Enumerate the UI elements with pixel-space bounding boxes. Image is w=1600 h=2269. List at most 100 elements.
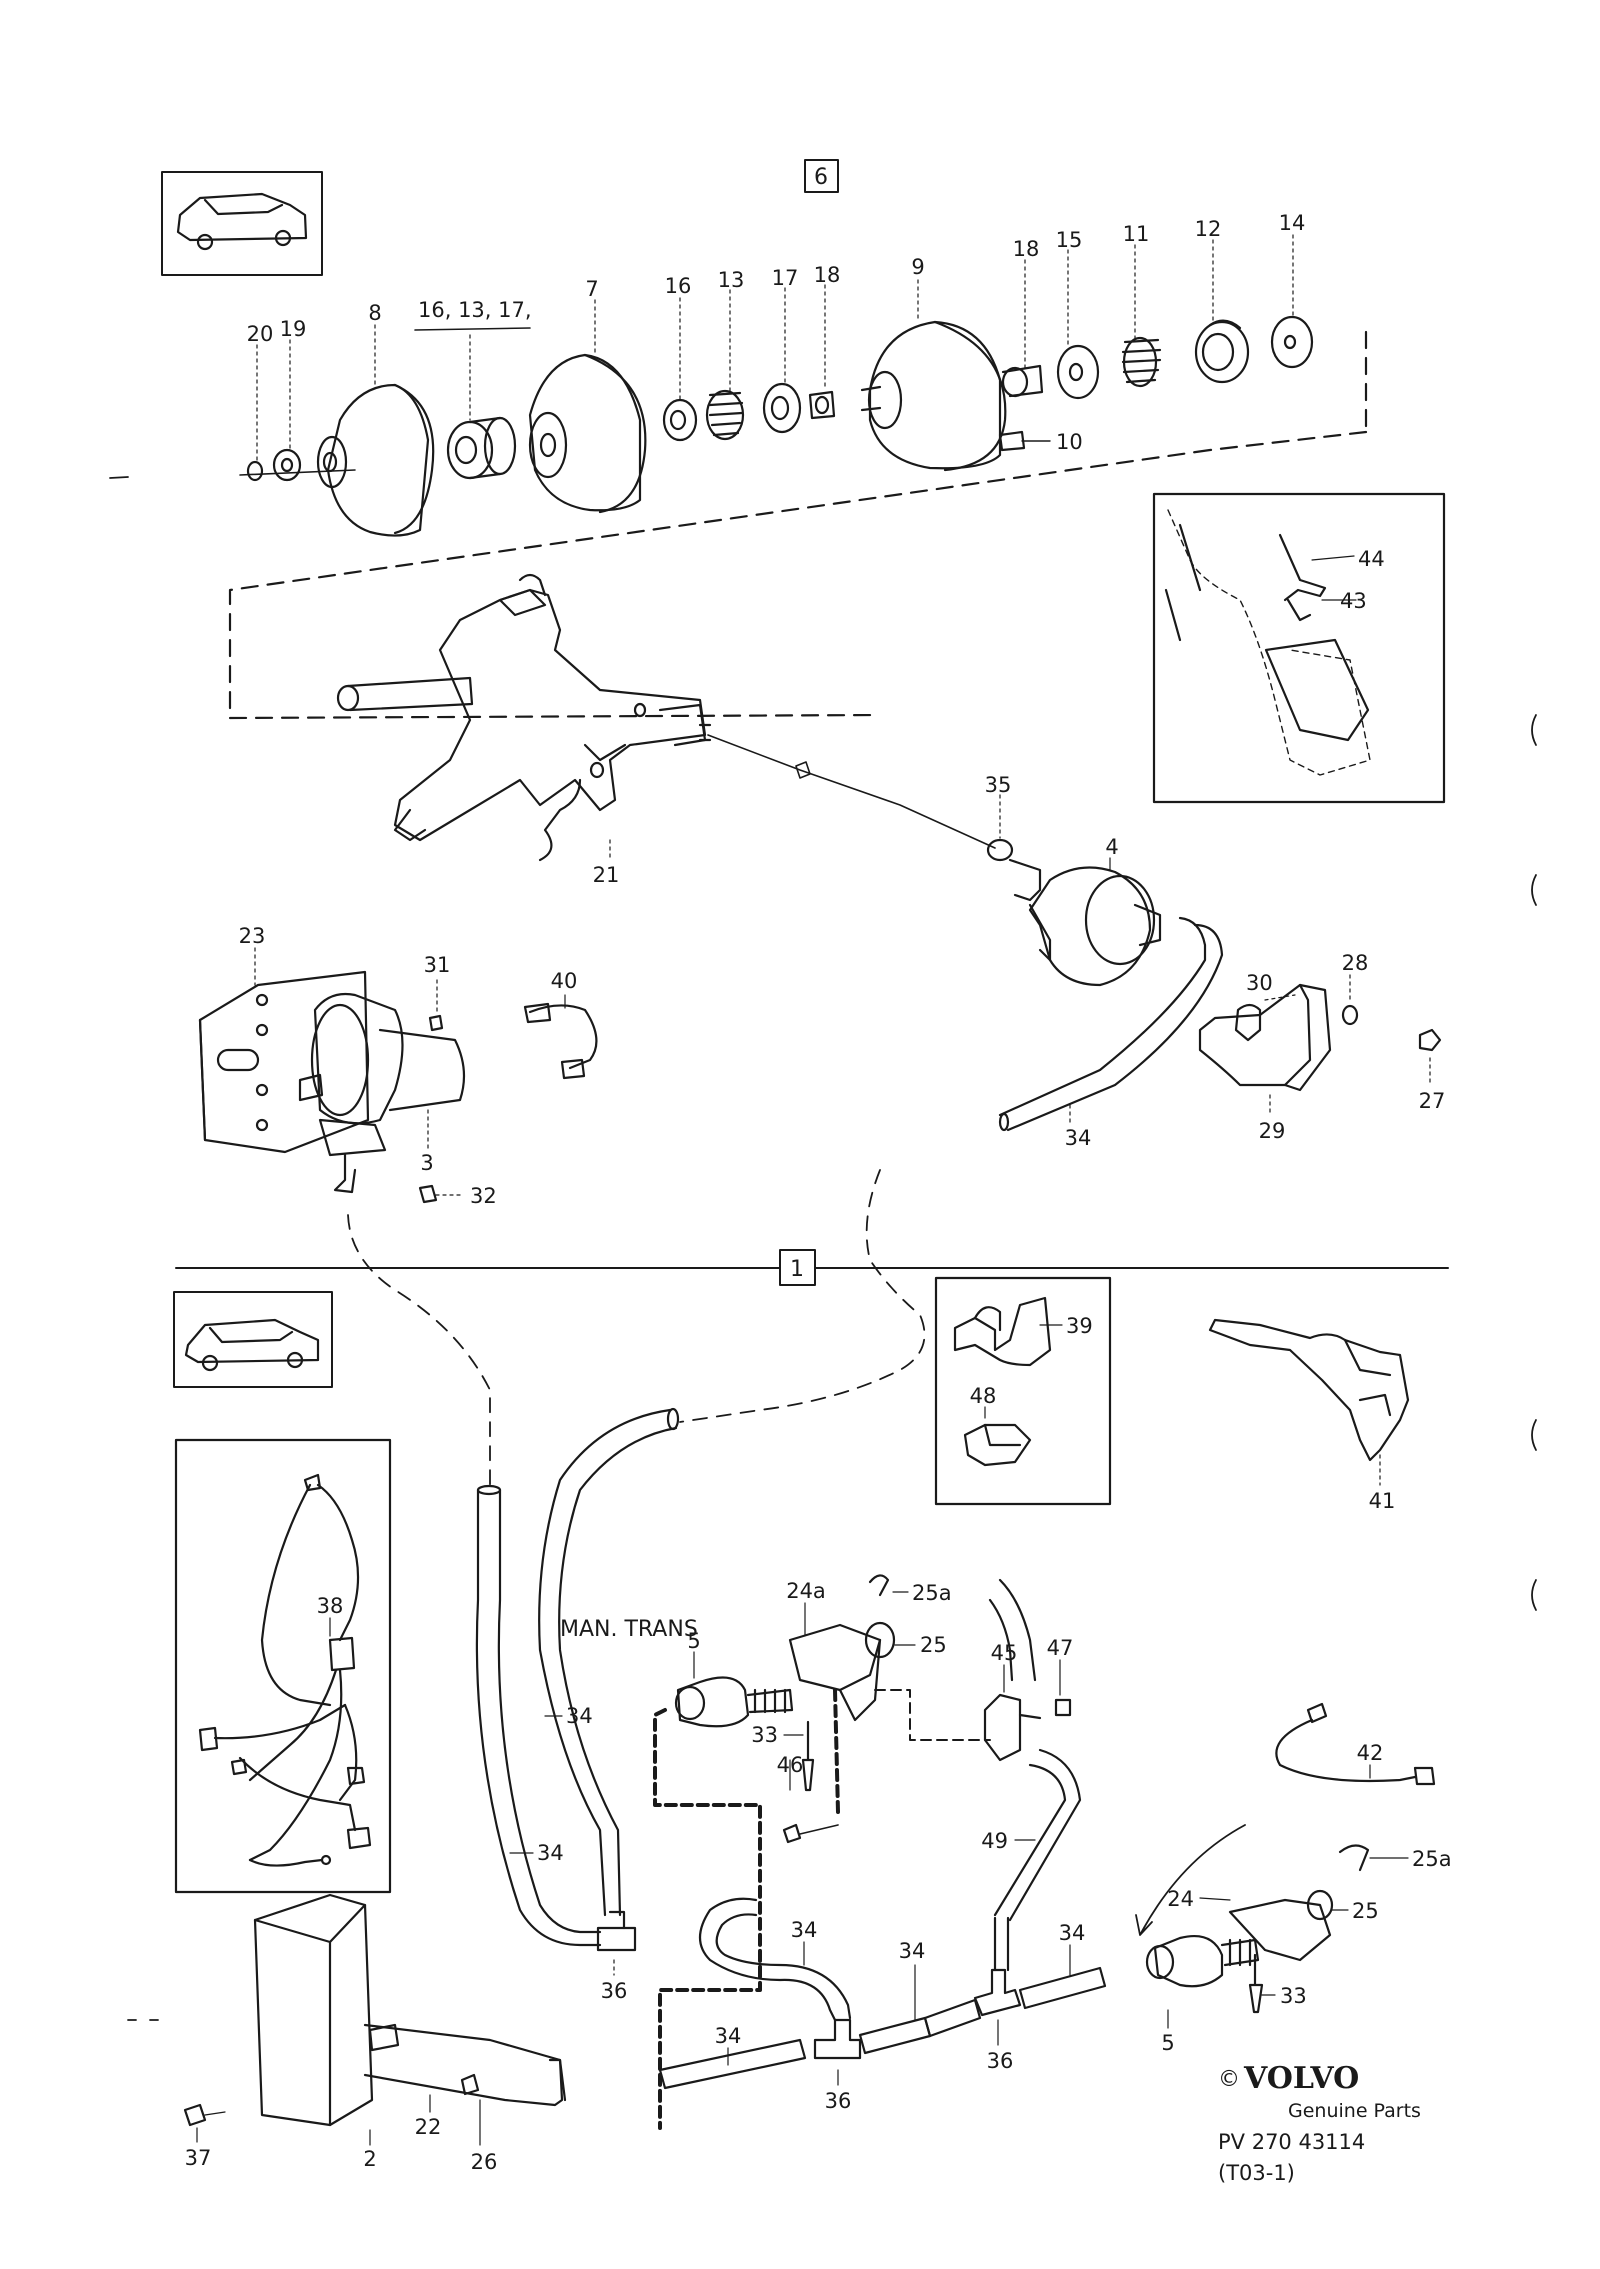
pump-leaders [254,947,463,1196]
callout-34-upper: 34 [1065,1126,1092,1150]
callout-23: 23 [239,924,266,948]
man-trans-label: MAN. TRANS [560,1617,698,1642]
inset-vacuum-valves [934,1276,1112,1506]
callout-35: 35 [985,773,1012,797]
callout-25a-top: 25a [912,1581,952,1605]
callout-32: 32 [470,1184,497,1208]
callout-37: 37 [185,2146,212,2170]
callout-34-bottom-right: 34 [1059,1921,1086,1945]
vacuum-valve-5-top [674,1574,896,1792]
callout-28: 28 [1342,951,1369,975]
throttle-cable [707,734,996,849]
callout-43: 43 [1340,589,1367,613]
switch-bracket-41 [1208,1318,1410,1462]
callout-34-loop: 34 [791,1918,818,1942]
callout-4: 4 [1105,835,1118,859]
dashed-wire-man-trans [653,1708,762,2130]
cable-40 [523,1002,598,1080]
callout-5-top: 5 [687,1629,700,1653]
brand-block: © VOLVO Genuine Parts PV 270 43114 (T03-… [1218,2061,1421,2185]
callout-2: 2 [363,2147,376,2171]
hose-chain-bottom [658,1916,1107,2090]
vacuum-servo-exploded [239,315,1314,537]
dashed-hose-route-right [679,1169,926,1423]
copyright-mark: © [1218,2067,1240,2092]
callout-11: 11 [1123,222,1150,246]
callout-27: 27 [1419,1089,1446,1113]
callout-7: 7 [585,277,598,301]
callout-47: 47 [1047,1636,1074,1660]
callout-31: 31 [424,953,451,977]
exploded-view-boundary [228,330,1368,720]
direction-arrow [1135,1824,1246,1936]
callout-20: 20 [247,322,274,346]
callout-34-pump: 34 [537,1841,564,1865]
callout-41: 41 [1369,1489,1396,1513]
valve5-bottom-leaders [1167,1857,1409,2029]
callout-36-right: 36 [987,2049,1014,2073]
callout-42: 42 [1357,1741,1384,1765]
inset-accelerator-pedal [1152,492,1446,804]
callout-29: 29 [1259,1119,1286,1143]
callout-12: 12 [1195,217,1222,241]
cable-42 [1275,1702,1436,1786]
tee-36-left [596,1910,637,1952]
hose-34-long [538,1407,680,1917]
catalog-code-text: (T03-1) [1218,2161,1295,2185]
switch-45 [983,1578,1082,1922]
callout-38: 38 [317,1594,344,1618]
callout-17: 17 [772,266,799,290]
callout-25-bottom: 25 [1352,1899,1379,1923]
callout-24a: 24a [786,1579,826,1603]
hose-34-upper [998,916,1224,1132]
hose-34-loop [698,1897,852,2022]
section-box-6-label: 6 [814,165,828,190]
callout-45: 45 [991,1641,1018,1665]
callout-25a-bottom: 25a [1412,1847,1452,1871]
callout-33-bottom: 33 [1280,1984,1307,2008]
volvo-logo-text: VOLVO [1243,2061,1359,2096]
dashed-hose-route-left [347,1214,491,1491]
control-unit-2 [183,1893,567,2127]
unit-leaders [196,2094,481,2146]
callout-30: 30 [1246,971,1273,995]
callout-34-bottom-mid: 34 [899,1939,926,1963]
callout-26: 26 [471,2150,498,2174]
callout-3: 3 [420,1151,433,1175]
callout-36-bottom: 36 [825,2089,852,2113]
vacuum-valve-5-bottom [1145,1844,1370,2014]
exploded-labels [256,234,1294,461]
margin-marks [109,476,1537,2021]
callout-18-left: 18 [814,263,841,287]
callout-46: 46 [777,1753,804,1777]
bracket-16-13-17 [414,327,531,331]
callout-19: 19 [280,317,307,341]
callout-48: 48 [970,1384,997,1408]
callout-44: 44 [1358,547,1385,571]
screw-46 [782,1823,802,1844]
vacuum-pump-23 [198,970,466,1204]
callout-25-top: 25 [920,1633,947,1657]
vacuum-actuator-4 [986,838,1162,987]
callout-40: 40 [551,969,578,993]
callout-24: 24 [1167,1887,1194,1911]
callout-39: 39 [1066,1314,1093,1338]
section-box-1: 1 [779,1249,816,1286]
valve5-top-leaders [693,1591,916,1791]
inset-wiring-harness [174,1438,392,1894]
genuine-parts-text: Genuine Parts [1288,2100,1421,2122]
section-box-1-label: 1 [790,1257,804,1282]
hose-34-pump [475,1484,602,1947]
section-box-6: 6 [804,159,839,193]
callout-34-bottom-left: 34 [715,2024,742,2048]
part-number-text: PV 270 43114 [1218,2130,1365,2154]
callout-49: 49 [981,1829,1008,1853]
callout-13: 13 [718,268,745,292]
callout-34-long: 34 [566,1704,593,1728]
callout-33-top: 33 [751,1723,778,1747]
bracket-leaders [1264,974,1431,1116]
callout-36-left: 36 [601,1979,628,2003]
car-thumbnail-top [161,171,323,276]
callout-8: 8 [368,301,381,325]
callout-15: 15 [1056,228,1083,252]
